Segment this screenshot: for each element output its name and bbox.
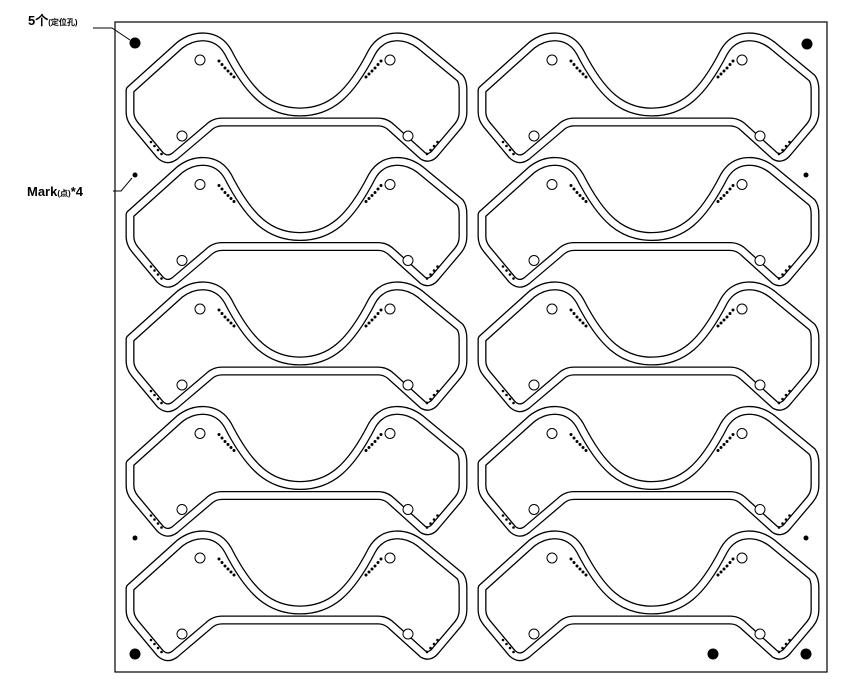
mark-points-leader — [113, 177, 133, 192]
locating-holes-label: 5个(定位孔) — [28, 13, 78, 28]
mark-point — [132, 535, 138, 541]
locating-holes-count: 5个 — [28, 13, 49, 28]
mark-points-title: Mark — [27, 184, 58, 199]
locating-hole — [129, 37, 141, 49]
locating-hole — [800, 648, 812, 660]
locating-hole — [801, 38, 813, 50]
mark-point — [803, 535, 809, 541]
mark-points-note: (点) — [57, 188, 71, 198]
locating-holes-leader — [93, 27, 131, 41]
locating-holes — [129, 37, 813, 660]
locating-holes-note: (定位孔) — [48, 17, 78, 27]
mark-points — [132, 172, 809, 541]
locating-hole — [707, 648, 719, 660]
mark-points-label: Mark(点)*4 — [27, 184, 84, 199]
mark-point — [803, 172, 809, 178]
mark-points-count: *4 — [71, 184, 84, 199]
locating-hole — [129, 648, 141, 660]
mark-point — [132, 172, 138, 178]
